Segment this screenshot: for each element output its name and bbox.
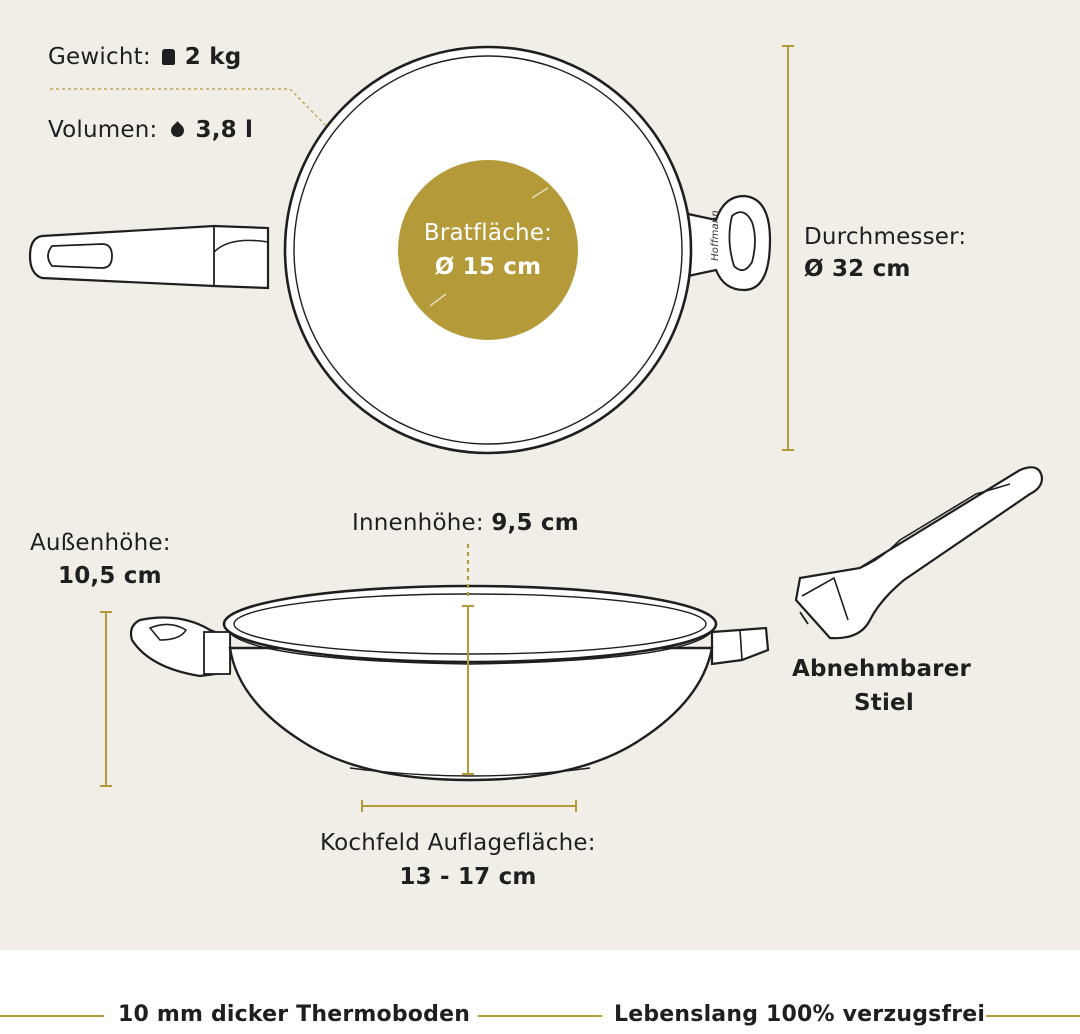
- footer-left-text: 10 mm dicker Thermoboden: [118, 1002, 471, 1027]
- weight-value: 2 kg: [184, 44, 242, 70]
- inner-height-dimension-line: [462, 544, 474, 775]
- footer-right-text: Lebenslang 100% verzugsfrei: [614, 1002, 986, 1027]
- hob-surface-dimension-line: [361, 800, 577, 812]
- volume-label: Volumen:: [48, 117, 158, 143]
- footer-bar: [0, 950, 1080, 1034]
- diameter-dimension-line: [782, 45, 794, 451]
- detachable-handle-illustration: [794, 466, 1044, 640]
- outer-height-dimension-line: [100, 611, 112, 787]
- inner-height-spec: Innenhöhe: 9,5 cm: [352, 510, 579, 536]
- leader-line: [50, 88, 351, 151]
- diameter-label: Durchmesser:: [804, 224, 967, 250]
- top-handle-left: [28, 224, 270, 290]
- side-handle-left: [129, 616, 232, 678]
- handle-label-line1: Abnehmbarer: [792, 656, 972, 682]
- volume-value: 3,8 l: [195, 117, 254, 143]
- inner-height-label: Innenhöhe:: [352, 510, 484, 536]
- outer-height-label: Außenhöhe:: [30, 530, 171, 556]
- hob-surface-label: Kochfeld Auflagefläche:: [320, 830, 596, 856]
- weight-icon: [162, 49, 176, 65]
- wok-body: [228, 646, 714, 782]
- side-handle-right: [710, 626, 770, 666]
- frying-surface-circle: [398, 160, 578, 340]
- weight-spec: Gewicht: 2 kg: [48, 44, 241, 70]
- inner-height-value: 9,5 cm: [491, 510, 579, 536]
- volume-spec: Volumen: 3,8 l: [48, 117, 253, 143]
- brand-script: Hoffmann: [709, 210, 721, 261]
- top-handle-right: [686, 194, 772, 292]
- frying-surface-value: Ø 15 cm: [434, 254, 542, 280]
- diameter-value: Ø 32 cm: [804, 256, 911, 282]
- outer-height-value: 10,5 cm: [58, 563, 162, 589]
- weight-label: Gewicht:: [48, 44, 151, 70]
- frying-surface-label: Bratfläche:: [423, 220, 553, 246]
- handle-label-line2: Stiel: [854, 690, 914, 716]
- droplet-icon: [168, 121, 187, 140]
- hob-surface-value: 13 - 17 cm: [399, 864, 537, 890]
